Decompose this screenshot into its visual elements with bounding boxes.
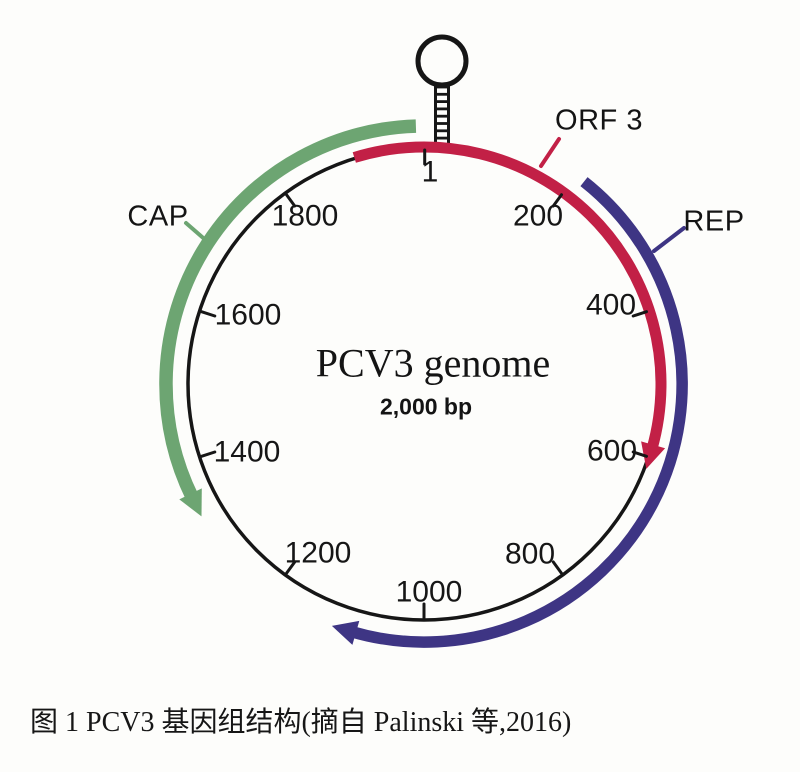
rep-arrowhead <box>331 620 360 645</box>
tick-label-1400: 1400 <box>214 436 281 469</box>
cap-leader-line <box>184 221 211 245</box>
tick-label-1: 1 <box>422 156 439 189</box>
orf3-arrowhead <box>641 441 666 469</box>
tick-label-400: 400 <box>586 289 636 322</box>
tick-400 <box>631 310 648 318</box>
cap-gene-label: CAP <box>127 200 189 233</box>
genome-size-label: 2,000 bp <box>379 393 473 420</box>
tick-label-1600: 1600 <box>215 299 282 332</box>
tick-label-800: 800 <box>505 538 555 571</box>
rep-arc <box>350 177 688 648</box>
tick-label-1200: 1200 <box>285 537 352 570</box>
tick-200 <box>551 193 563 208</box>
tick-1600 <box>200 310 217 318</box>
tick-label-1000: 1000 <box>396 576 463 609</box>
figure-caption: 图 1 PCV3 基因组结构(摘自 Palinski 等,2016) <box>30 707 572 738</box>
cap-arc <box>159 119 417 501</box>
orf3-arc <box>352 141 667 451</box>
orf3-leader-line <box>539 137 561 168</box>
tick-label-1800: 1800 <box>272 200 339 233</box>
stem-loop-circle <box>415 34 469 88</box>
tick-label-200: 200 <box>513 200 563 233</box>
rep-gene-label: REP <box>683 205 745 238</box>
cap-arrowhead <box>179 488 202 517</box>
tick-1400 <box>200 450 217 458</box>
rep-leader-line <box>652 226 686 253</box>
tick-600 <box>631 450 648 458</box>
tick-800 <box>551 560 563 575</box>
tick-1200 <box>285 560 297 575</box>
tick-label-600: 600 <box>587 435 637 468</box>
orf3-gene-label: ORF 3 <box>555 104 643 137</box>
tick-1800 <box>285 193 297 208</box>
genome-title: PCV3 genome <box>315 340 551 386</box>
